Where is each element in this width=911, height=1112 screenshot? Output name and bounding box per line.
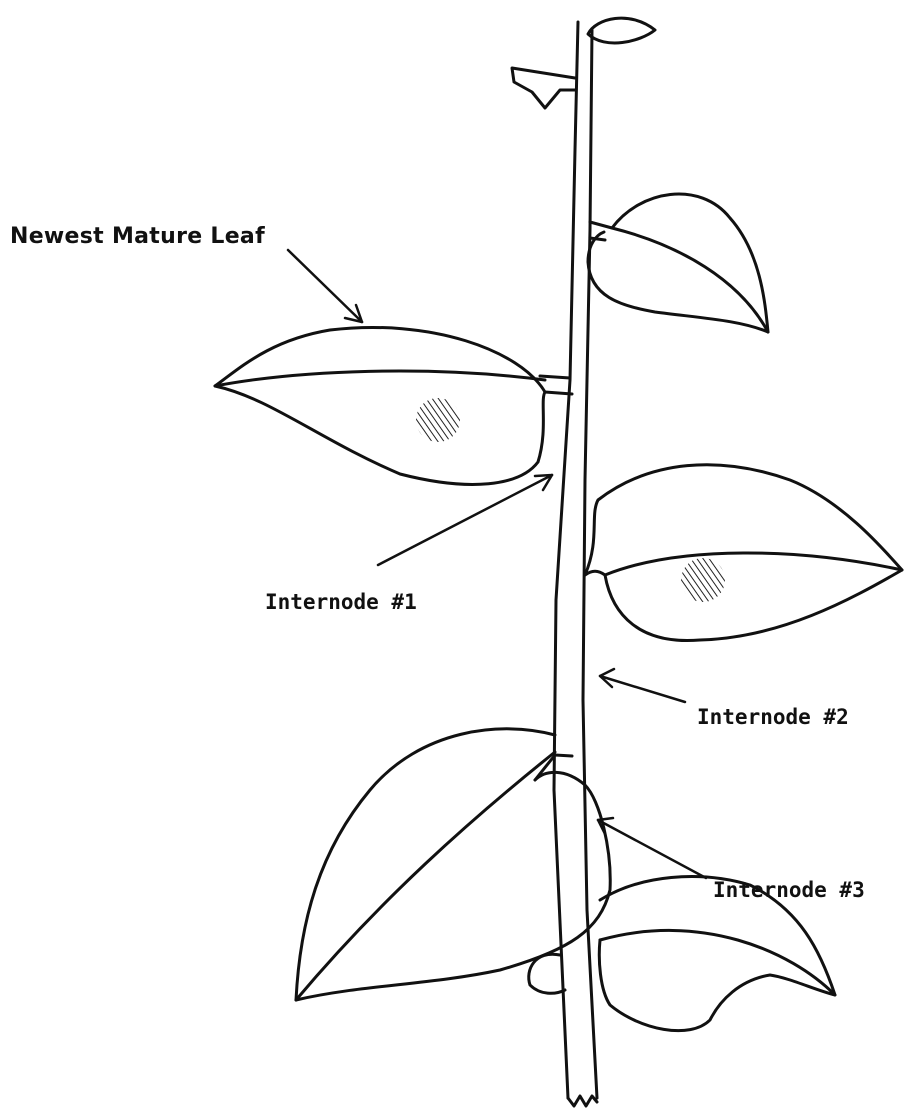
hatched-disk-newest-leaf — [416, 398, 460, 442]
leader-internode-3 — [598, 818, 706, 878]
apical-bud — [588, 18, 655, 43]
upper-right-leaf — [588, 194, 768, 332]
leader-internode-2 — [600, 669, 685, 702]
middle-right-leaf — [585, 465, 902, 641]
hatched-disk-middle-leaf — [681, 558, 725, 602]
label-internode-3: Internode #3 — [713, 880, 865, 901]
label-internode-1: Internode #1 — [265, 592, 417, 613]
label-internode-2: Internode #2 — [697, 707, 849, 728]
leader-newest-mature-leaf — [288, 250, 362, 322]
top-bud — [512, 68, 575, 108]
newest-mature-leaf — [215, 327, 572, 484]
leader-internode-1 — [378, 475, 552, 565]
label-newest-mature-leaf: Newest Mature Leaf — [10, 226, 265, 248]
